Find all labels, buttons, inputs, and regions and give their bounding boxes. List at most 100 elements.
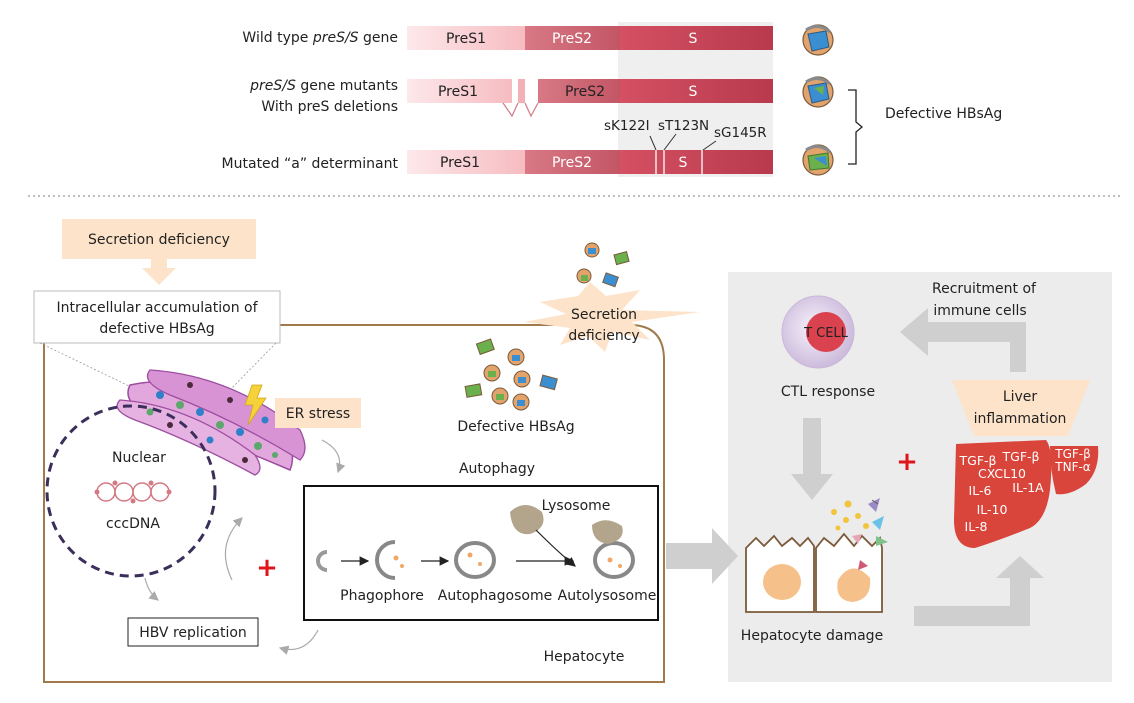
row1-s-segment	[620, 26, 773, 50]
row2-label-line2: With preS deletions	[261, 99, 398, 115]
row3-pres1-label: PreS1	[440, 155, 480, 171]
replication-to-er-arrow	[224, 517, 243, 581]
cytokine-il10: IL-10	[977, 502, 1008, 517]
nuclear-label: Nuclear	[112, 450, 166, 466]
secretion-deficiency-label: Secretion deficiency	[88, 232, 230, 248]
cytokine-il6: IL-6	[969, 483, 992, 498]
cytokine-tgf-beta-1: TGF-β	[959, 453, 997, 468]
secreted-particles	[576, 242, 630, 288]
row2-s-segment	[620, 79, 773, 103]
er-stress-arrow	[321, 439, 346, 474]
row2-pres1-label: PreS1	[438, 84, 478, 100]
gene-row-wild-type: Wild type preS/S gene PreS1 PreS2 S	[242, 26, 773, 50]
lysosome-label: Lysosome	[542, 498, 611, 514]
secretion-deficiency-box	[62, 219, 256, 259]
plus-sign-right: +	[896, 447, 918, 477]
secretion-burst-line2: deficiency	[568, 328, 639, 344]
row1-pres1-segment	[407, 26, 525, 50]
hbv-replication-box	[127, 617, 259, 647]
plus-sign-left: +	[256, 553, 278, 583]
row1-pres2-label: PreS2	[552, 31, 592, 47]
accumulation-line1: Intracellular accumulation of	[56, 300, 258, 316]
mutation-pointer-2	[663, 133, 677, 151]
callout-line-right	[224, 342, 277, 396]
row3-pres1-segment	[407, 150, 525, 174]
liver-small-lobe	[1050, 446, 1099, 495]
t-cell-label: T CELL	[803, 326, 849, 341]
cytokine-il1a: IL-1A	[1012, 480, 1044, 495]
autophagosome-label: Autophagosome	[438, 588, 552, 604]
secretion-burst-shape	[524, 282, 700, 352]
ctl-response-label: CTL response	[781, 384, 875, 400]
deletion-mark-1	[502, 102, 519, 118]
phagophore-label: Phagophore	[340, 588, 424, 604]
autolysosome-icon	[593, 541, 635, 579]
row2-pres2-label: PreS2	[565, 84, 605, 100]
row2-label-line1: preS/S gene mutants	[249, 78, 398, 94]
cytokine-il8: IL-8	[965, 519, 988, 534]
hbv-replication-label: HBV replication	[139, 625, 247, 641]
row3-s-label: S	[679, 155, 688, 171]
secretion-down-arrow	[142, 259, 176, 285]
er-organelle	[116, 369, 306, 476]
mutation-sk122i: sK122I	[604, 118, 650, 134]
recruitment-line2: immune cells	[933, 303, 1026, 319]
cytokine-cxcl10: CXCL10	[978, 466, 1026, 481]
lysosome-icon	[510, 505, 544, 535]
row3-s-segment	[620, 150, 773, 174]
lightning-icon	[244, 384, 267, 426]
ctl-down-arrow	[791, 418, 833, 500]
hepatocyte-label: Hepatocyte	[544, 649, 625, 665]
row2-pres1-fragment	[518, 79, 525, 103]
mutation-sg145r: sG145R	[714, 125, 767, 141]
mutation-pointer-1	[649, 135, 657, 151]
nucleus-to-replication-arrow	[144, 577, 159, 601]
accumulation-line2: defective HBsAg	[99, 321, 214, 337]
phagophore-start-icon	[316, 550, 328, 572]
hbsag-particle-icon-wildtype	[802, 24, 834, 56]
recruitment-arrow	[900, 308, 1026, 372]
nucleus-outline	[45, 404, 217, 578]
hepatocyte-damage-label: Hepatocyte damage	[741, 628, 883, 644]
mutation-pointer-3	[702, 140, 717, 151]
autolysosome-lysosome-icon	[592, 520, 623, 544]
cccdna-icon	[94, 480, 172, 504]
row2-pres2-segment	[538, 79, 620, 103]
autophagy-to-replication-arrow	[278, 629, 319, 655]
defective-hbsag-cell-label: Defective HBsAg	[457, 419, 574, 435]
defective-hbsag-label: Defective HBsAg	[885, 106, 1002, 122]
autophagy-label: Autophagy	[459, 461, 535, 477]
intracellular-defective-particles	[464, 338, 558, 411]
to-damage-arrow	[666, 528, 738, 584]
hbsag-particle-icon-a-determinant	[802, 144, 834, 176]
cytokine-tgf-beta-2: TGF-β	[1002, 449, 1040, 464]
er-stress-label: ER stress	[286, 406, 350, 422]
er-stress-box	[275, 398, 361, 428]
secretion-burst-line1: Secretion	[571, 307, 637, 323]
row3-pres2-label: PreS2	[552, 155, 592, 171]
deletion-mark-2	[524, 102, 539, 118]
accumulation-box	[33, 290, 281, 344]
liver-main-lobe	[954, 440, 1052, 548]
row1-pres2-segment	[525, 26, 620, 50]
row2-s-label: S	[689, 84, 698, 100]
liver-inflammation-line1: Liver	[1003, 389, 1038, 405]
gene-row-a-determinant: Mutated “a” determinant PreS1 PreS2 S	[222, 150, 773, 174]
liver-inflammation-shape	[952, 380, 1090, 436]
cytokine-small-tgf-beta: TGF-β	[1054, 447, 1091, 461]
row1-pres1-label: PreS1	[446, 31, 486, 47]
mutation-st123n: sT123N	[658, 118, 709, 134]
gene-row-pres-deletions: preS/S gene mutants With preS deletions …	[249, 78, 773, 118]
hbsag-particle-icon-deletion	[802, 76, 834, 108]
damaged-hepatocytes-icon	[745, 498, 888, 613]
row3-label: Mutated “a” determinant	[222, 156, 399, 172]
damage-to-liver-arrow	[914, 556, 1044, 626]
autophagosome-icon	[454, 541, 496, 579]
t-cell-nucleus-icon	[806, 312, 846, 352]
row3-pres2-segment	[525, 150, 620, 174]
phagophore-icon	[375, 540, 396, 580]
row1-label: Wild type preS/S gene	[242, 30, 398, 46]
row2-pres1-segment	[407, 79, 512, 103]
cytokine-small-tnf-alpha: TNF-α	[1054, 460, 1091, 474]
